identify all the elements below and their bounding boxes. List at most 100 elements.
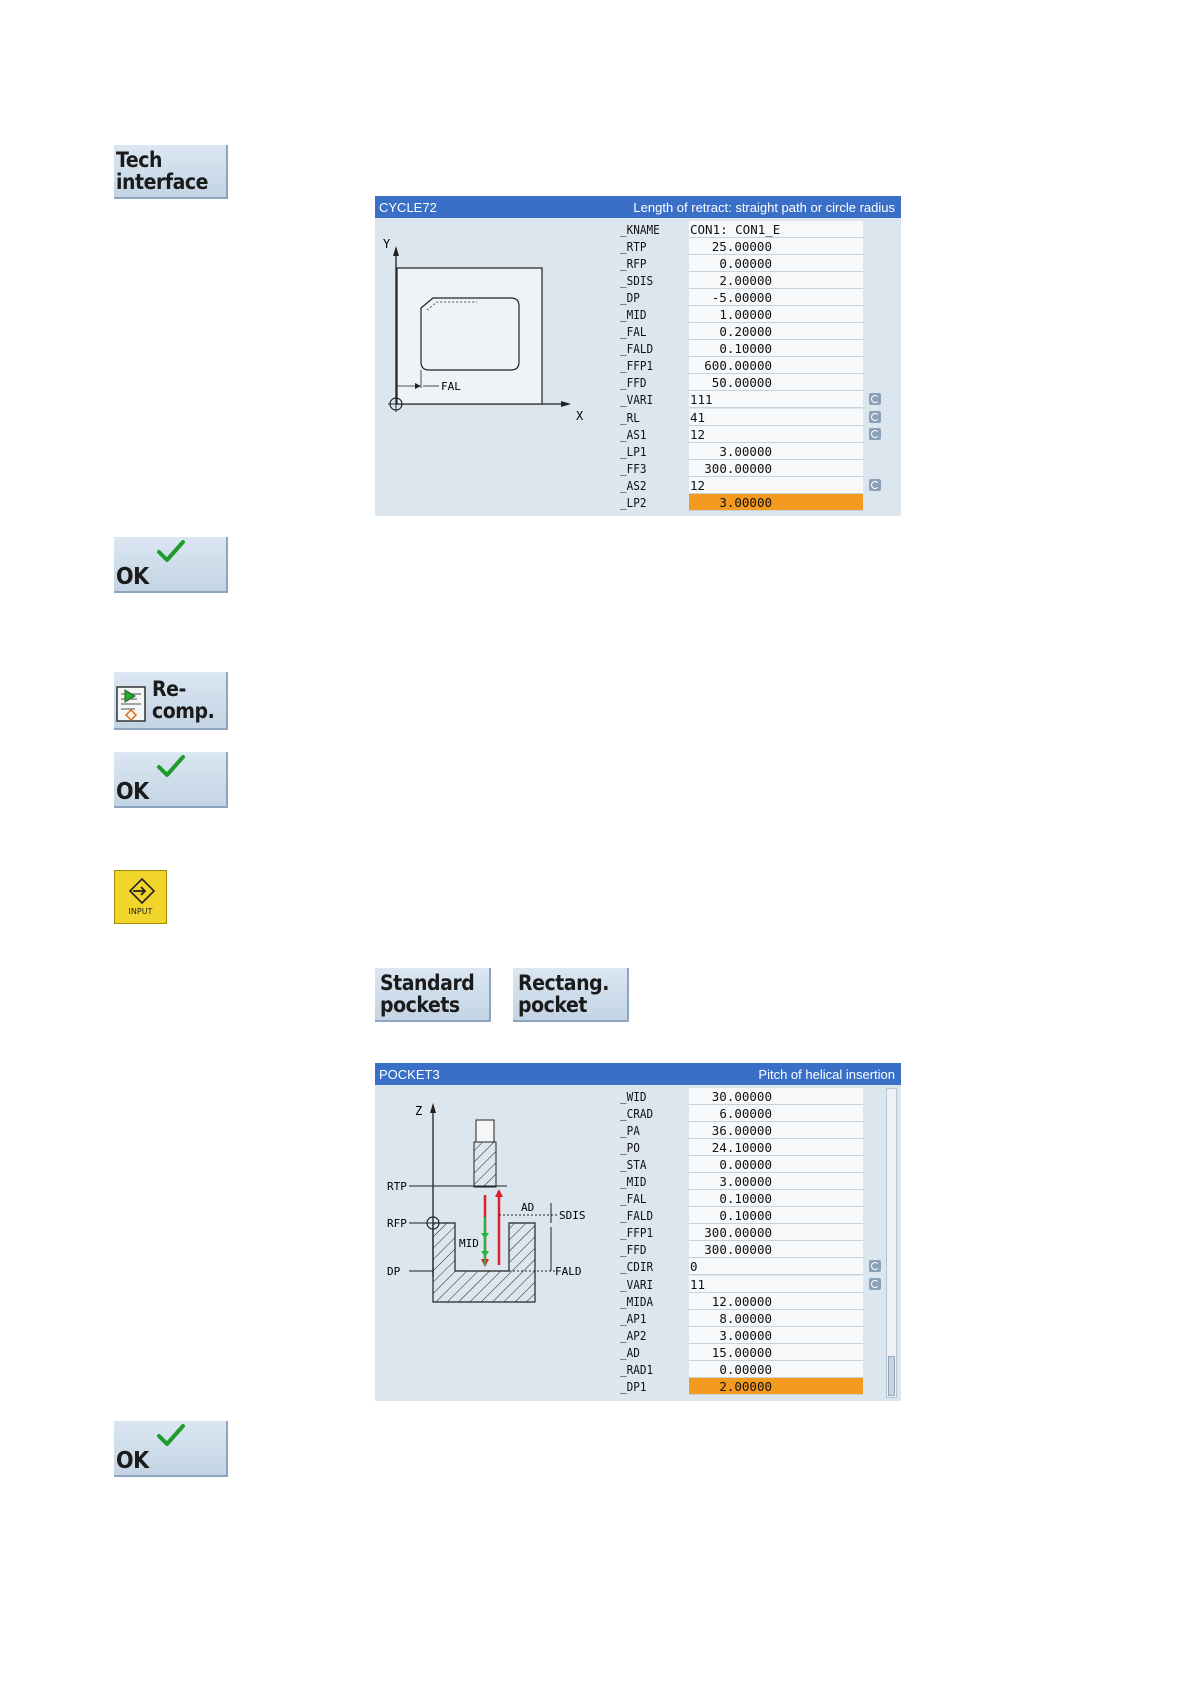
- param-value-field[interactable]: 12.00000: [689, 1292, 863, 1310]
- toggle-icon[interactable]: [869, 478, 881, 491]
- param-value-field[interactable]: 41: [689, 408, 863, 426]
- param-value-field[interactable]: 300.00000: [689, 459, 863, 477]
- tech-interface-softkey[interactable]: Tech interface: [114, 145, 228, 199]
- toggle-icon[interactable]: [869, 410, 881, 423]
- param-row: _DP-5.00000: [619, 289, 899, 307]
- param-value-field[interactable]: 11: [689, 1275, 863, 1293]
- param-value-field[interactable]: 8.00000: [689, 1309, 863, 1327]
- param-value-field[interactable]: 2.00000: [689, 1377, 863, 1395]
- ok-label: OK: [116, 779, 149, 805]
- input-key[interactable]: INPUT: [114, 870, 167, 924]
- z-axis-label: Z: [415, 1104, 422, 1118]
- input-arrow-icon: [128, 877, 156, 905]
- toggle-icon[interactable]: [869, 393, 881, 406]
- param-row: _LP1 3.00000: [619, 442, 899, 460]
- cycle72-panel: CYCLE72 Length of retract: straight path…: [375, 196, 901, 516]
- param-value: 15.00000: [711, 1344, 772, 1360]
- param-name: _FALD: [620, 341, 654, 357]
- recompile-softkey[interactable]: Re- comp.: [114, 672, 228, 730]
- param-value-field[interactable]: CON1: CON1_E: [689, 221, 863, 238]
- param-name: _FFD: [620, 1242, 647, 1258]
- param-row: _AS2 12: [619, 476, 899, 494]
- param-value: 8.00000: [719, 1310, 772, 1326]
- pocket3-scrollbar[interactable]: [886, 1088, 897, 1398]
- param-value-field[interactable]: 0.00000: [689, 255, 863, 273]
- param-value-field[interactable]: 0.10000: [689, 1207, 863, 1225]
- param-row: _RAD1 0.00000: [619, 1360, 899, 1378]
- tech-interface-label: Tech interface: [116, 148, 209, 194]
- standard-pockets-label: Standard pockets: [380, 971, 475, 1017]
- param-value-field[interactable]: 0: [689, 1258, 863, 1276]
- param-name: _STA: [620, 1157, 647, 1173]
- param-value-field[interactable]: 1.00000: [689, 306, 863, 324]
- param-value-field[interactable]: 300.00000: [689, 1241, 863, 1259]
- pocket3-panel: POCKET3 Pitch of helical insertion Z RTP…: [375, 1063, 901, 1401]
- param-value-field[interactable]: 3.00000: [689, 442, 863, 460]
- param-value-field[interactable]: 12: [689, 476, 863, 494]
- param-value-field[interactable]: 600.00000: [689, 357, 863, 375]
- param-value-field[interactable]: 50.00000: [689, 374, 863, 392]
- param-value-field[interactable]: 0.00000: [689, 1360, 863, 1378]
- param-value-field[interactable]: 24.10000: [689, 1139, 863, 1157]
- ok-label: OK: [116, 564, 149, 590]
- scrollbar-thumb[interactable]: [888, 1356, 895, 1396]
- param-value-field[interactable]: 36.00000: [689, 1122, 863, 1140]
- param-value: 0.10000: [719, 341, 772, 357]
- param-value-field[interactable]: -5.00000: [689, 289, 863, 307]
- param-name: _FFD: [620, 375, 647, 391]
- param-name: _RAD1: [620, 1361, 654, 1377]
- param-value-field[interactable]: 15.00000: [689, 1343, 863, 1361]
- checkmark-icon: [157, 755, 185, 777]
- param-value-field[interactable]: 2.00000: [689, 272, 863, 290]
- param-name: _AD: [620, 1344, 640, 1360]
- param-value-field[interactable]: 3.00000: [689, 493, 863, 511]
- param-row: _VARI 11: [619, 1275, 899, 1293]
- param-value: 11: [690, 1276, 706, 1292]
- param-value-field[interactable]: 0.10000: [689, 1190, 863, 1208]
- param-name: _AS2: [620, 477, 647, 493]
- param-row: _FALD 0.10000: [619, 340, 899, 358]
- fald-label: FALD: [555, 1265, 582, 1278]
- param-name: _CDIR: [620, 1259, 654, 1275]
- param-row: _FFP1 300.00000: [619, 1224, 899, 1242]
- param-value: 1.00000: [719, 307, 772, 323]
- param-name: _AP2: [620, 1327, 647, 1343]
- ok-softkey-3[interactable]: OK: [114, 1421, 228, 1477]
- param-value: 0.10000: [719, 1208, 772, 1224]
- ok-softkey-1[interactable]: OK: [114, 537, 228, 593]
- toggle-icon[interactable]: [869, 427, 881, 440]
- param-value-field[interactable]: 6.00000: [689, 1105, 863, 1123]
- param-value-field[interactable]: 0.10000: [689, 340, 863, 358]
- param-name: _VARI: [620, 1276, 654, 1292]
- param-value-field[interactable]: 30.00000: [689, 1088, 863, 1105]
- toggle-icon[interactable]: [869, 1277, 881, 1290]
- param-value-field[interactable]: 25.00000: [689, 238, 863, 256]
- param-name: _LP1: [620, 443, 647, 459]
- param-value-field[interactable]: 300.00000: [689, 1224, 863, 1242]
- param-name: _VARI: [620, 392, 654, 408]
- param-name: _MID: [620, 307, 647, 323]
- param-value-field[interactable]: 0.20000: [689, 323, 863, 341]
- param-value-field[interactable]: 3.00000: [689, 1326, 863, 1344]
- ok-softkey-2[interactable]: OK: [114, 752, 228, 808]
- param-row: _STA 0.00000: [619, 1156, 899, 1174]
- ok-label: OK: [116, 1448, 149, 1474]
- param-value: 300.00000: [704, 1225, 772, 1241]
- param-value-field[interactable]: 0.00000: [689, 1156, 863, 1174]
- param-name: _FFP1: [620, 1225, 654, 1241]
- standard-pockets-softkey[interactable]: Standard pockets: [375, 968, 491, 1022]
- param-value-field[interactable]: 111: [689, 391, 863, 409]
- param-value-field[interactable]: 3.00000: [689, 1173, 863, 1191]
- param-value-field[interactable]: 12: [689, 425, 863, 443]
- param-value: 2.00000: [719, 273, 772, 289]
- toggle-icon[interactable]: [869, 1260, 881, 1273]
- param-value: 3.00000: [719, 1174, 772, 1190]
- rectang-pocket-softkey[interactable]: Rectang. pocket: [513, 968, 629, 1022]
- rectang-pocket-label: Rectang. pocket: [518, 971, 609, 1017]
